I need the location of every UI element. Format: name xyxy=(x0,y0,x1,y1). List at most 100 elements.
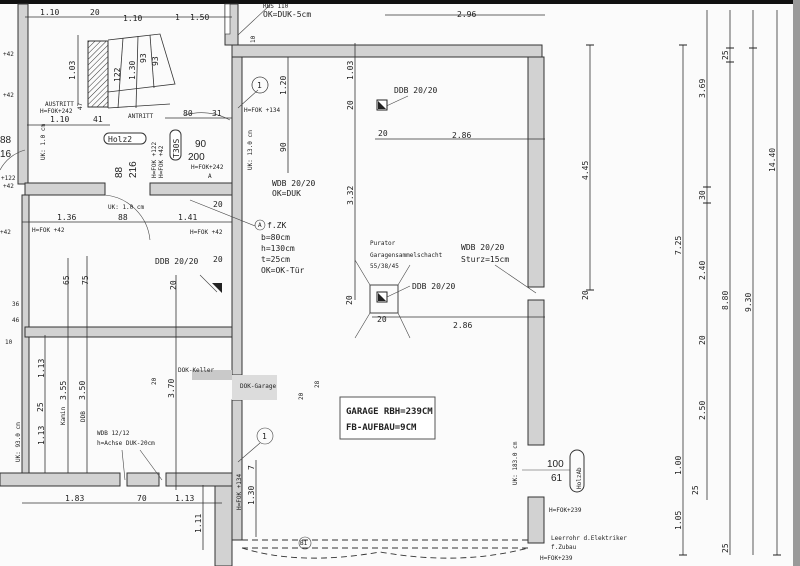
dimension-lines xyxy=(22,10,778,555)
marker-1: 1 xyxy=(175,13,180,22)
marker-1: 1 xyxy=(257,81,262,90)
dim: 31 xyxy=(212,109,222,118)
marker-b1: B1 xyxy=(300,540,308,547)
shaft-note: Garagensammelschacht xyxy=(370,252,443,259)
dim: 20 xyxy=(345,295,354,305)
marker-a: A xyxy=(208,173,212,180)
dim: 1.10 xyxy=(40,8,59,17)
dim: 1.11 xyxy=(194,514,203,533)
dim: 20 xyxy=(346,100,355,110)
dim: 1.30 xyxy=(128,61,137,80)
dim: 61 xyxy=(551,473,563,484)
height-note: +42 xyxy=(3,92,14,99)
dim: 25 xyxy=(721,50,730,60)
uk-note: UK: 93.0 cm xyxy=(15,422,22,462)
dim: 47 xyxy=(77,102,84,110)
dim: 1.13 xyxy=(175,494,194,503)
wdb-label: OK=DUK xyxy=(272,189,301,198)
dim: 93 xyxy=(151,56,160,66)
dim: 20 xyxy=(298,392,305,400)
dim: 20 xyxy=(213,200,223,209)
dim: 7.25 xyxy=(674,236,683,255)
dim: 200 xyxy=(188,152,205,163)
dim: 20 xyxy=(581,290,590,300)
dim: 41 xyxy=(93,115,103,124)
dim: 2.40 xyxy=(698,261,707,280)
wdb-label: WDB 20/20 xyxy=(461,243,505,252)
holzab-tag xyxy=(569,449,585,493)
uk-note: UK: 1.0 cm xyxy=(108,204,145,211)
dim: 20 xyxy=(698,335,707,345)
dim: 7 xyxy=(247,465,256,470)
height-note: +122 xyxy=(1,175,16,182)
dim: 80 xyxy=(183,109,193,118)
dim: 25 xyxy=(691,485,700,495)
dim: 9.30 xyxy=(744,293,753,312)
dim: 1.05 xyxy=(674,511,683,530)
dim: 88 xyxy=(0,135,12,146)
dim: 122 xyxy=(113,67,122,82)
dim: 70 xyxy=(137,494,147,503)
dim: 1.03 xyxy=(346,61,355,80)
label-austritt: AUSTRITT xyxy=(45,101,74,108)
dim: 10 xyxy=(250,35,257,43)
dim: 16 xyxy=(0,149,12,160)
height-note: H=FOK +122 xyxy=(151,141,158,178)
shaft-note: 55/38/45 xyxy=(370,263,399,270)
uk-note: UK: 1.0 cm xyxy=(40,123,47,160)
dim: 1.00 xyxy=(674,456,683,475)
labels-garage-door: UK: 183.0 cm 100 61 HolzAb H=FOK+239 Lee… xyxy=(512,441,627,562)
dim: 20 xyxy=(151,377,158,385)
note: RBS 110 xyxy=(263,3,289,10)
labels-top: 1.10 20 1.10 1.50 1 RBS 110 OK=DUK-5cm 2… xyxy=(40,3,476,43)
labels-room-low: 1.13 25 1.13 3.55 Kamin 3.50 DDB 3.70 WD… xyxy=(15,359,312,550)
dim: 20 xyxy=(169,280,178,290)
leerrohr-note: f.Zubau xyxy=(551,544,577,551)
labels-room-mid: UK: 1.0 cm UK: 1.0 cm 1.36 88 1.41 H=FOK… xyxy=(32,123,223,290)
labels-garage-top: UK: 13.0 cm H=FOK +134 1 1.20 90 1.03 20… xyxy=(213,61,471,209)
dim: 1.50 xyxy=(190,13,209,22)
zk-note: t=25cm xyxy=(261,255,290,264)
shaft-note: Purator xyxy=(370,240,396,247)
staircase xyxy=(87,33,176,109)
dim: 93 xyxy=(139,53,148,63)
labels-door: Holz2 88 216 T30S 90 200 H=FOK+242 H=FOK… xyxy=(103,129,224,180)
labels-left-edge: 88 16 +42 +42 +122 +42 +42 36 46 10 xyxy=(0,51,20,346)
ddb-label: DDB xyxy=(80,411,87,422)
garage-door[interactable] xyxy=(241,539,529,559)
dim: 20 xyxy=(213,255,223,264)
dim: 1.36 xyxy=(57,213,76,222)
dim: 88 xyxy=(118,213,128,222)
dim: 1.20 xyxy=(279,76,288,95)
floor-build-up: FB-AUFBAU=9CM xyxy=(346,423,417,433)
height-note: H=FOK+242 xyxy=(40,108,73,115)
dim: 2.86 xyxy=(452,131,471,140)
dim: 1.10 xyxy=(123,14,142,23)
dim: 100 xyxy=(547,459,564,470)
dim: 25 xyxy=(36,402,45,412)
door-tag-holz2: Holz2 xyxy=(108,135,132,144)
label-antritt: ANTRITT xyxy=(128,113,154,120)
ddb-label: DDB 20/20 xyxy=(394,86,438,95)
dim: 2.50 xyxy=(698,401,707,420)
leaders xyxy=(121,4,585,493)
labels-right-dims: 4.45 20 7.25 3.69 30 2.40 20 2.50 1.00 2… xyxy=(581,50,777,553)
dim: 75 xyxy=(81,275,90,285)
height-note: H=FOK+239 xyxy=(540,555,573,562)
zk-note: h=130cm xyxy=(261,244,295,253)
dim: 216 xyxy=(128,161,139,178)
height-note: H=FOK +134 xyxy=(244,107,281,114)
dim: 28 xyxy=(314,380,321,388)
dim: 10 xyxy=(5,339,13,346)
wdb-label: Sturz=15cm xyxy=(461,255,509,264)
dim: 20 xyxy=(90,8,100,17)
dim: 90 xyxy=(279,142,288,152)
dim: 2.86 xyxy=(453,321,472,330)
zk-note: OK=OK-Tür xyxy=(261,266,305,275)
labels-levels: DOK-Keller DOK-Garage 20 28 20 xyxy=(151,367,321,400)
door-tag-t30s: T30S xyxy=(172,139,181,158)
height-note: H=FOK+239 xyxy=(549,507,582,514)
dim: 8.80 xyxy=(721,291,730,310)
height-note: +42 xyxy=(0,229,11,236)
